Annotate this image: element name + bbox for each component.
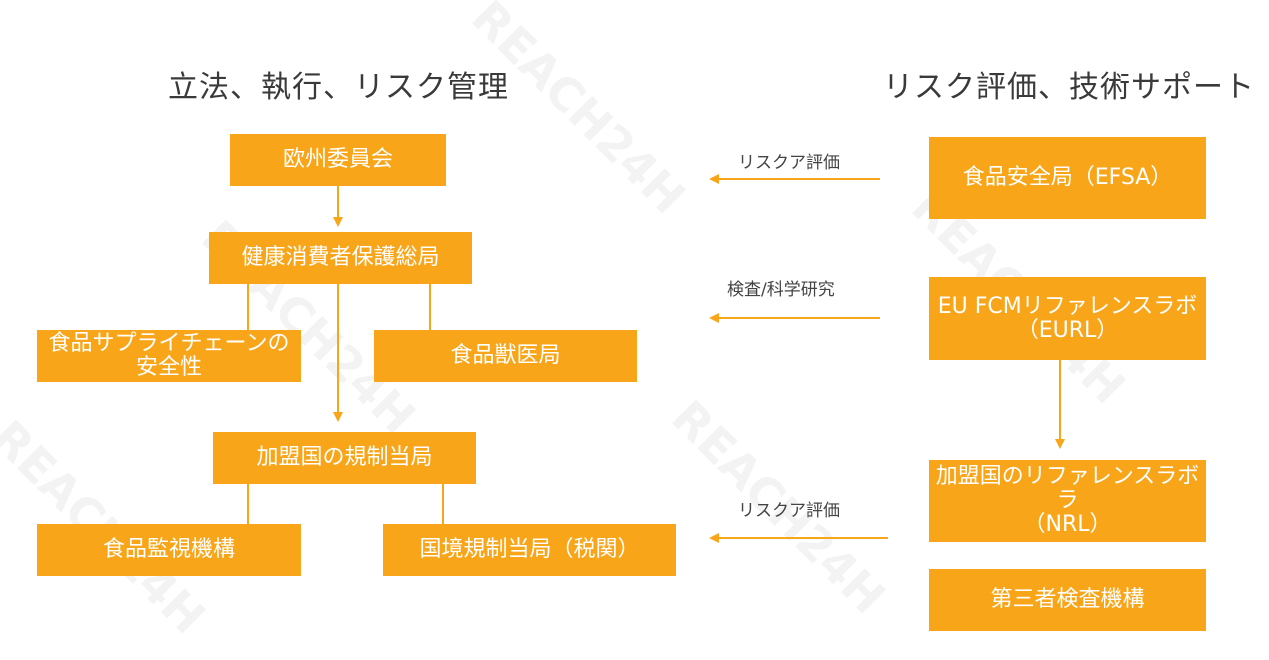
box-food-inspection: 食品監視機構 — [37, 524, 301, 576]
box-label-line1: 食品サプライチェーンの — [48, 331, 290, 356]
left-heading: 立法、執行、リスク管理 — [168, 70, 509, 105]
box-label: 国境規制当局（税関） — [419, 537, 640, 562]
box-eurl: EU FCMリファレンスラボ （EURL） — [929, 277, 1206, 360]
label-risk-evaluation-2: リスクア評価 — [738, 501, 840, 521]
box-border-authority: 国境規制当局（税関） — [383, 524, 676, 576]
box-label-line2: （NRL） — [1023, 512, 1112, 537]
box-nrl: 加盟国のリファレンスラボラ （NRL） — [929, 460, 1206, 542]
box-label: 食品監視機構 — [102, 537, 235, 562]
box-label: 食品獣医局 — [450, 343, 561, 368]
box-label-line2: 安全性 — [135, 355, 202, 380]
box-efsa: 食品安全局（EFSA） — [929, 137, 1206, 219]
box-label: 食品安全局（EFSA） — [962, 165, 1173, 190]
box-label-line1: 加盟国のリファレンスラボラ — [935, 464, 1200, 513]
right-heading: リスク評価、技術サポート — [883, 70, 1255, 105]
box-label-line2: （EURL） — [1016, 317, 1119, 343]
box-label: 健康消費者保護総局 — [241, 245, 440, 270]
box-label: 加盟国の規制当局 — [256, 445, 433, 470]
box-european-commission: 欧州委員会 — [230, 134, 446, 186]
box-food-veterinary-office: 食品獣医局 — [374, 330, 637, 382]
box-label: 欧州委員会 — [282, 147, 393, 172]
box-third-party-inspection: 第三者検査機構 — [929, 569, 1206, 631]
box-dg-sante: 健康消費者保護総局 — [209, 232, 472, 284]
box-label: 第三者検査機構 — [990, 587, 1145, 612]
box-label-line1: EU FCMリファレンスラボ — [937, 293, 1198, 319]
label-risk-evaluation-1: リスクア評価 — [738, 153, 840, 173]
box-food-chain-safety: 食品サプライチェーンの 安全性 — [37, 330, 301, 382]
label-inspection-research: 検査/科学研究 — [727, 280, 835, 300]
box-member-authority: 加盟国の規制当局 — [213, 432, 476, 484]
